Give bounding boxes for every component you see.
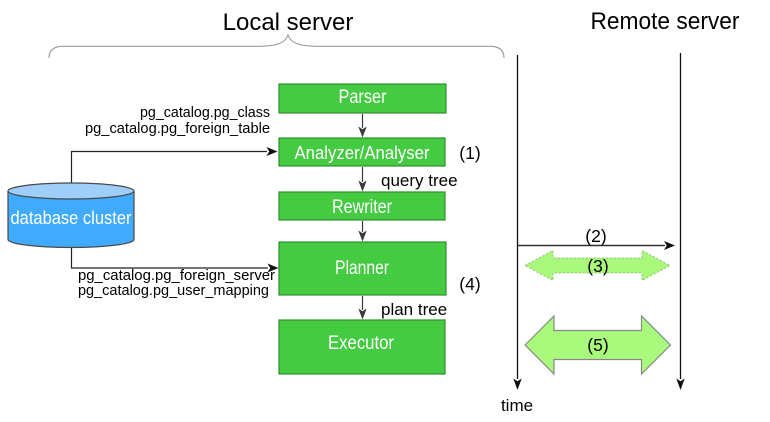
svg-text:plan tree: plan tree (381, 300, 447, 319)
svg-text:pg_catalog.pg_class: pg_catalog.pg_class (140, 105, 270, 121)
svg-text:Parser: Parser (339, 87, 388, 108)
svg-text:pg_catalog.pg_foreign_table: pg_catalog.pg_foreign_table (85, 121, 270, 137)
svg-text:Local server: Local server (223, 9, 354, 36)
svg-text:Analyzer/Analyser: Analyzer/Analyser (295, 142, 430, 163)
svg-text:query tree: query tree (381, 171, 458, 190)
svg-text:database cluster: database cluster (11, 208, 132, 228)
svg-text:Remote server: Remote server (591, 8, 740, 35)
svg-text:pg_catalog.pg_foreign_server: pg_catalog.pg_foreign_server (78, 268, 275, 284)
svg-text:(5): (5) (587, 335, 608, 355)
svg-text:time: time (501, 396, 533, 415)
svg-text:(1): (1) (459, 143, 480, 163)
svg-text:pg_catalog.pg_user_mapping: pg_catalog.pg_user_mapping (78, 283, 269, 299)
svg-text:(4): (4) (459, 274, 480, 294)
svg-text:Planner: Planner (335, 258, 390, 279)
svg-text:Executor: Executor (328, 333, 395, 354)
svg-text:(3): (3) (587, 256, 608, 276)
svg-text:(2): (2) (585, 226, 606, 246)
svg-text:Rewriter: Rewriter (332, 197, 393, 218)
